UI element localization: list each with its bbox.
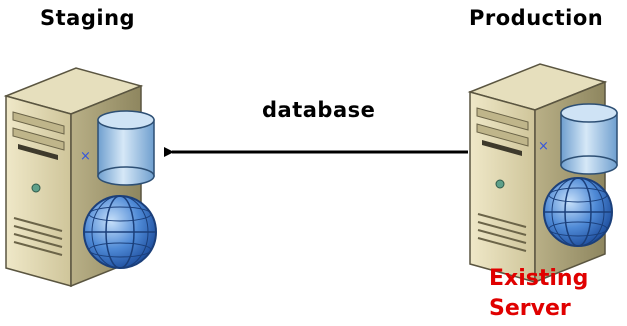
production-status-label: Existing Server [489,264,588,324]
production-title: Production [469,6,604,30]
status-line-2: Server [489,296,571,321]
globe-icon [83,195,157,269]
globe-icon [543,177,613,247]
cross-icon: × [538,139,549,154]
database-icon [560,103,618,175]
staging-title: Staging [40,6,136,30]
production-server: × [469,63,618,283]
staging-server: × [5,67,157,287]
status-line-1: Existing [489,266,589,291]
edge-label: database [262,98,376,122]
cross-icon: × [80,149,91,164]
database-icon [97,110,155,186]
